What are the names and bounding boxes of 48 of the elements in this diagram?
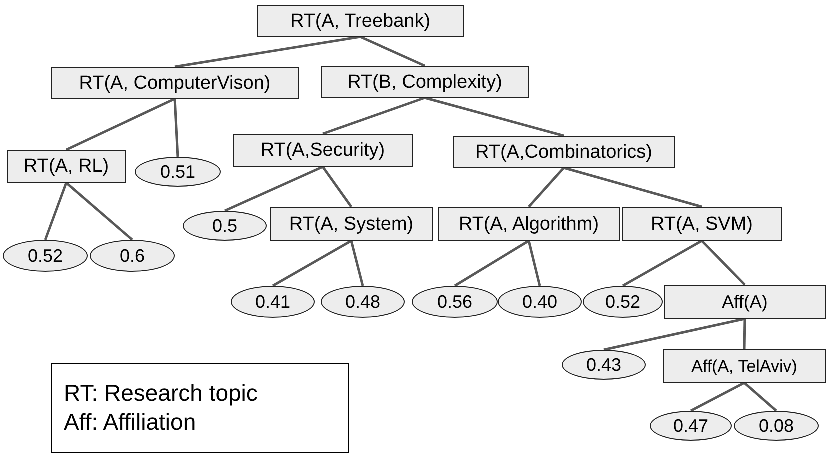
connector-line [322,166,353,208]
connector-line [272,240,352,288]
connector-line [350,240,364,286]
legend-text: Aff: Affiliation [64,408,198,437]
connector-line [424,96,564,138]
topic-box: RT(B, Complexity) [321,66,529,98]
connector-line [743,318,746,350]
score-ellipse: 0.56 [412,286,498,318]
score-ellipse: 0.47 [650,411,732,441]
legend-text: RT: Research topic [64,379,259,408]
connector-line [322,96,426,136]
legend-box [51,363,349,453]
score-ellipse: 0.6 [90,240,175,272]
connector-line [690,382,746,412]
topic-box: Aff(A, TelAviv) [663,349,826,383]
connector-line [622,240,703,288]
score-ellipse: 0.5 [183,211,267,241]
topic-box: RT(A, System) [270,207,433,241]
connector-line [44,182,68,240]
topic-box: RT(A,Combinatorics) [453,136,675,168]
topic-box: RT(A, SVM) [622,207,782,241]
score-ellipse: 0.40 [498,286,582,318]
connector-line [604,318,746,352]
connector-line [744,382,778,412]
connector-line [564,166,702,208]
topic-box: RT(A, ComputerVison) [51,67,299,99]
connector-line [360,36,426,68]
topic-box: RT(A, Algorithm) [438,207,620,241]
connector-line [528,240,542,286]
score-ellipse: 0.52 [583,286,663,318]
score-ellipse: 0.51 [135,157,221,187]
connector-line [174,36,361,68]
connector-line [224,166,324,212]
connector-line [66,98,176,152]
score-ellipse: 0.52 [3,240,88,272]
topic-box: RT(A, RL) [7,150,126,183]
topic-box: RT(A,Security) [233,134,413,167]
score-ellipse: 0.08 [734,411,819,441]
connector-line [454,240,530,288]
connector-line [174,98,180,158]
connector-line [528,167,565,208]
topic-box: RT(A, Treebank) [257,5,464,37]
connector-line [701,240,746,286]
score-ellipse: 0.41 [231,286,315,318]
connector-line [66,182,134,241]
topic-box: Aff(A) [664,285,826,319]
score-ellipse: 0.48 [321,286,405,318]
score-ellipse: 0.43 [562,350,646,380]
